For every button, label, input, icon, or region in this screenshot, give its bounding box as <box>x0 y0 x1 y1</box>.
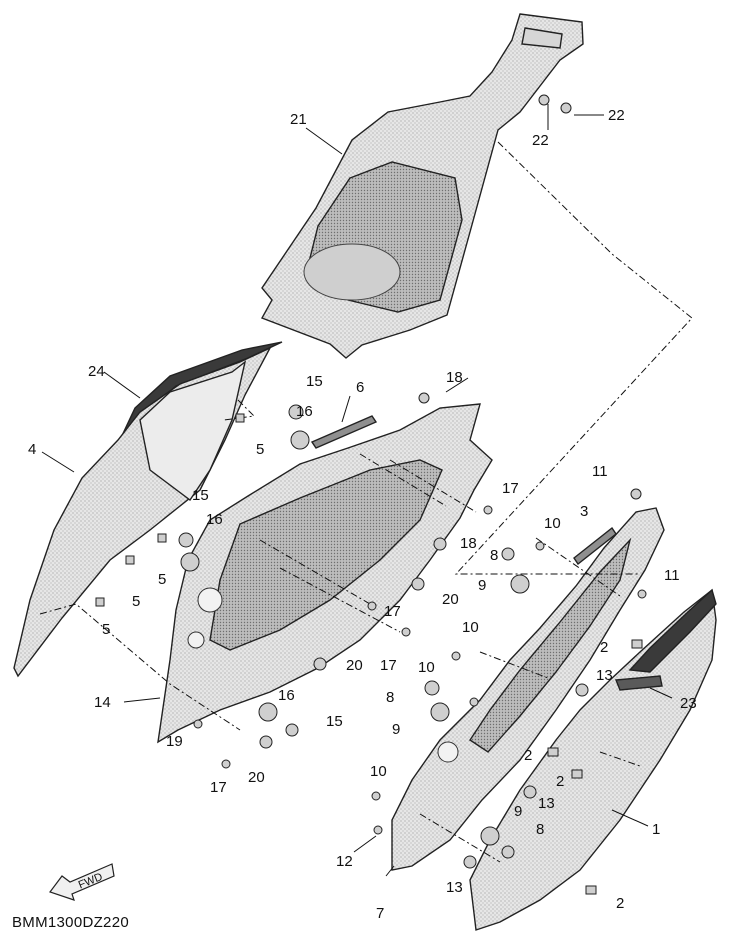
callout-17: 17 <box>384 603 401 620</box>
part-7-under-cover <box>391 507 665 871</box>
part-21-seat-cover <box>260 13 584 359</box>
callout-15: 15 <box>326 713 343 730</box>
callout-9: 9 <box>514 803 522 820</box>
callout-18: 18 <box>446 369 463 386</box>
callout-22: 22 <box>608 107 625 124</box>
part-4-left-side-cover <box>13 346 272 678</box>
callout-17: 17 <box>502 480 519 497</box>
callout-6: 6 <box>356 379 364 396</box>
diagram-reference-code: BMM1300DZ220 <box>12 914 129 931</box>
callout-13: 13 <box>596 667 613 684</box>
callout-23: 23 <box>680 695 697 712</box>
callout-labels: 21 22 22 24 4 5 5 5 5 15 16 6 18 17 18 1… <box>28 107 697 922</box>
callout-12: 12 <box>336 853 353 870</box>
callout-7: 7 <box>376 905 384 922</box>
callout-10: 10 <box>418 659 435 676</box>
callout-20: 20 <box>248 769 265 786</box>
callout-3: 3 <box>580 503 588 520</box>
callout-1: 1 <box>652 821 660 838</box>
callout-16: 16 <box>296 403 313 420</box>
callout-5: 5 <box>132 593 140 610</box>
callout-8: 8 <box>490 547 498 564</box>
callout-20: 20 <box>346 657 363 674</box>
callout-13: 13 <box>538 795 555 812</box>
part-1-right-side-cover <box>469 588 717 931</box>
callout-11: 11 <box>592 463 608 480</box>
callout-10: 10 <box>544 515 561 532</box>
callout-9: 9 <box>478 577 486 594</box>
callout-2: 2 <box>616 895 624 912</box>
part-23-stripe <box>615 675 663 691</box>
callout-2: 2 <box>524 747 532 764</box>
part-14-main-side-panel <box>157 403 493 744</box>
callout-8: 8 <box>536 821 544 838</box>
callout-13: 13 <box>446 879 463 896</box>
callout-14: 14 <box>94 694 111 711</box>
callout-10: 10 <box>462 619 479 636</box>
callout-9: 9 <box>392 721 400 738</box>
callout-16: 16 <box>206 511 223 528</box>
callout-2: 2 <box>600 639 608 656</box>
callout-15: 15 <box>306 373 323 390</box>
callout-21: 21 <box>290 111 307 128</box>
callout-17: 17 <box>210 779 227 796</box>
fasteners <box>95 94 647 895</box>
callout-24: 24 <box>88 363 105 380</box>
callout-5: 5 <box>102 621 110 638</box>
callout-15: 15 <box>192 487 209 504</box>
callout-5: 5 <box>158 571 166 588</box>
callout-5: 5 <box>256 441 264 458</box>
callout-17: 17 <box>380 657 397 674</box>
callout-22: 22 <box>532 132 549 149</box>
callout-20: 20 <box>442 591 459 608</box>
assembly-guide-lines <box>39 141 693 863</box>
leader-lines <box>41 104 673 877</box>
callout-11: 11 <box>664 567 680 584</box>
fwd-label: FWD <box>77 871 105 892</box>
fwd-arrow-icon: FWD <box>49 863 115 901</box>
part-6-strip <box>310 415 378 449</box>
callout-10: 10 <box>370 763 387 780</box>
part-3-strip <box>573 526 617 566</box>
callout-19: 19 <box>166 733 183 750</box>
callout-2: 2 <box>556 773 564 790</box>
callout-4: 4 <box>28 441 36 458</box>
callout-8: 8 <box>386 689 394 706</box>
callout-18: 18 <box>460 535 477 552</box>
callout-16: 16 <box>278 687 295 704</box>
